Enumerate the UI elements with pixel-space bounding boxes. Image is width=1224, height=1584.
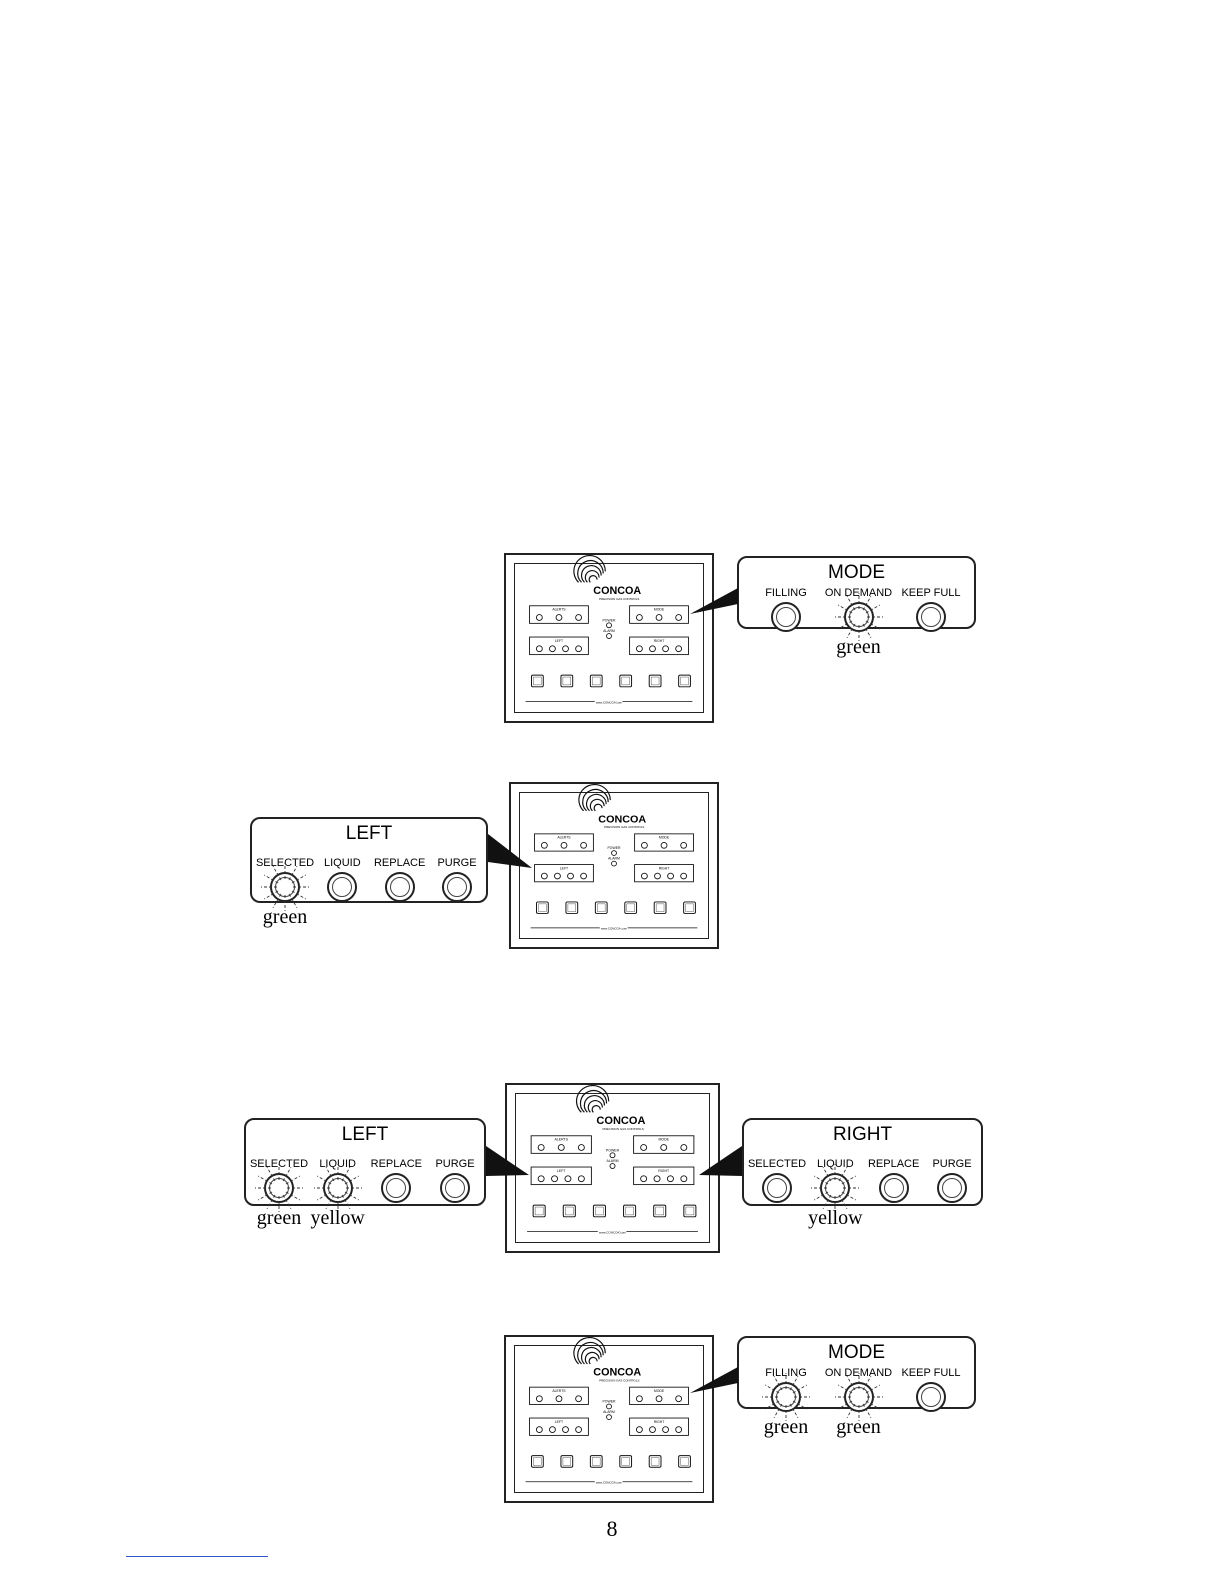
indicator-label: REPLACE — [370, 1158, 422, 1170]
svg-text:RIGHT: RIGHT — [659, 866, 670, 870]
indicator-led — [916, 1382, 946, 1412]
svg-text:www.CONCOA.com: www.CONCOA.com — [601, 927, 628, 931]
indicator-led — [916, 602, 946, 632]
indicator-led — [440, 1173, 470, 1203]
svg-text:www.CONCOA.com: www.CONCOA.com — [596, 1481, 623, 1485]
svg-text:ALERTS: ALERTS — [552, 1389, 566, 1393]
callout-title: RIGHT — [832, 1124, 893, 1145]
svg-text:CONCOA: CONCOA — [593, 1367, 641, 1379]
svg-text:RIGHT: RIGHT — [654, 639, 665, 643]
svg-text:MODE: MODE — [658, 1138, 669, 1142]
svg-text:POWER: POWER — [608, 846, 621, 850]
indicator-label: REPLACE — [867, 1158, 920, 1170]
led-color-label: green — [763, 1416, 809, 1438]
led-color-label: yellow — [310, 1207, 365, 1229]
indicator-label: PURGE — [932, 1158, 972, 1170]
svg-text:PRECISION GAS CONTROLS: PRECISION GAS CONTROLS — [599, 1378, 639, 1382]
svg-text:CONCOA: CONCOA — [598, 813, 646, 825]
indicator-led — [327, 872, 358, 902]
callout-title: LEFT — [345, 823, 393, 844]
indicator-label: SELECTED — [747, 1158, 807, 1170]
indicator-label: REPLACE — [373, 857, 426, 869]
svg-text:www.CONCOA.com: www.CONCOA.com — [599, 1230, 626, 1234]
svg-text:LEFT: LEFT — [560, 866, 568, 870]
svg-text:MODE: MODE — [654, 608, 665, 612]
indicator-led — [762, 1173, 792, 1203]
callout-title: LEFT — [341, 1124, 389, 1145]
svg-text:CONCOA: CONCOA — [593, 585, 641, 597]
svg-text:PRECISION GAS CONTROLS: PRECISION GAS CONTROLS — [604, 825, 644, 829]
indicator-led — [771, 602, 801, 632]
svg-text:LEFT: LEFT — [557, 1169, 566, 1173]
callout-title: MODE — [828, 562, 885, 583]
indicator-label: PURGE — [437, 857, 477, 869]
led-color-label: green — [256, 1207, 302, 1229]
svg-text:www.CONCOA.com: www.CONCOA.com — [596, 700, 623, 704]
svg-text:POWER: POWER — [603, 1400, 616, 1404]
indicator-label: PURGE — [435, 1158, 475, 1170]
svg-text:PRECISION GAS CONTROLS: PRECISION GAS CONTROLS — [599, 597, 639, 601]
svg-text:LEFT: LEFT — [555, 1420, 563, 1424]
svg-text:ALERTS: ALERTS — [552, 608, 566, 612]
led-color-label: green — [836, 636, 881, 658]
page-number: 8 — [606, 1516, 618, 1541]
indicator-led — [381, 1173, 412, 1203]
indicator-led — [384, 872, 415, 902]
callout-title: MODE — [828, 1342, 885, 1363]
svg-text:ALERTS: ALERTS — [557, 836, 571, 840]
indicator-led — [442, 872, 472, 902]
svg-text:ALARM: ALARM — [603, 1410, 615, 1414]
svg-text:POWER: POWER — [603, 618, 616, 622]
svg-text:CONCOA: CONCOA — [596, 1115, 645, 1127]
indicator-label: LIQUID — [323, 857, 361, 869]
svg-text:RIGHT: RIGHT — [658, 1169, 670, 1173]
svg-text:PRECISION GAS CONTROLS: PRECISION GAS CONTROLS — [602, 1127, 643, 1131]
led-color-label: yellow — [808, 1207, 863, 1229]
indicator-led — [878, 1173, 909, 1203]
svg-text:MODE: MODE — [654, 1389, 665, 1393]
svg-text:ALARM: ALARM — [608, 857, 620, 861]
svg-text:MODE: MODE — [659, 836, 670, 840]
svg-text:POWER: POWER — [606, 1148, 620, 1152]
svg-text:ALARM: ALARM — [606, 1159, 618, 1163]
led-color-label: green — [262, 906, 308, 928]
svg-text:RIGHT: RIGHT — [654, 1420, 665, 1424]
footnote-rule — [126, 1556, 268, 1557]
svg-text:LEFT: LEFT — [555, 639, 563, 643]
led-color-label: green — [836, 1416, 881, 1438]
indicator-led — [937, 1173, 967, 1203]
indicator-label: KEEP FULL — [901, 1367, 961, 1379]
indicator-label: FILLING — [765, 587, 807, 599]
indicator-label: KEEP FULL — [901, 587, 961, 599]
svg-text:ALARM: ALARM — [603, 629, 615, 633]
svg-text:ALERTS: ALERTS — [554, 1138, 568, 1142]
